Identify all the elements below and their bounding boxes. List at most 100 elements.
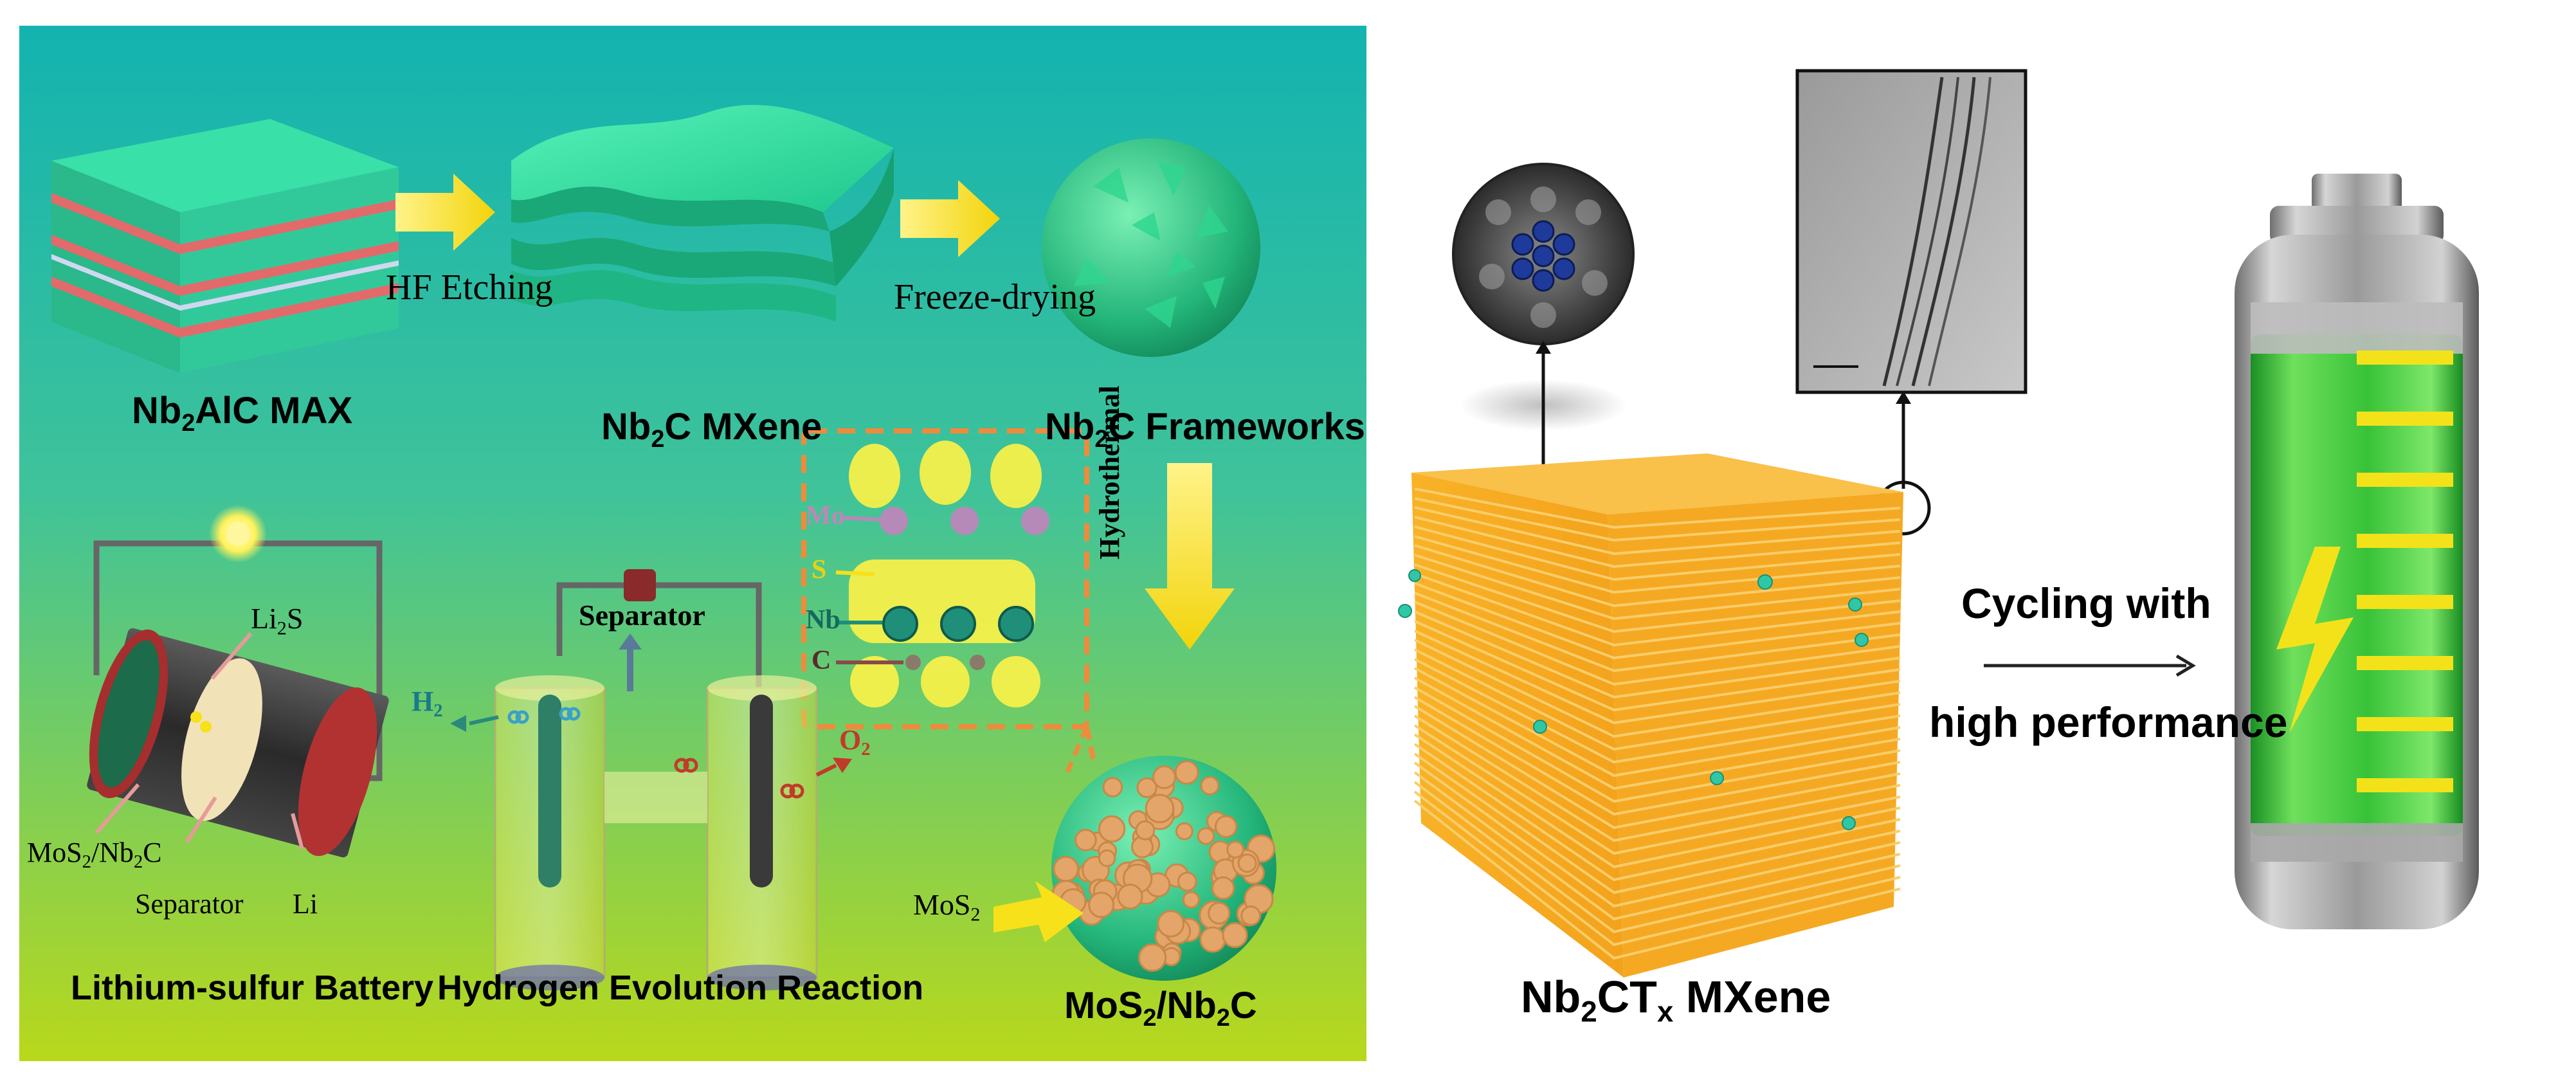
stack-layer-line [1414, 516, 1901, 569]
dashed-connector [1065, 725, 1089, 773]
mos2-particle [1237, 853, 1257, 873]
lightning-bolt-icon [2276, 547, 2354, 733]
her-separator-label: Separator [579, 599, 705, 632]
mos2-particle [1098, 849, 1116, 868]
atom-label-nb: Nb [806, 605, 840, 635]
battery-separator-label: Separator [135, 888, 244, 920]
stack-layer-line [1414, 592, 1901, 673]
mos2-particle [1199, 926, 1226, 953]
nb2c-frameworks-sphere [1042, 138, 1260, 357]
cycling-line1: Cycling with [1961, 579, 2211, 627]
stack-layer-line [1414, 677, 1901, 790]
charged-battery [2235, 174, 2479, 929]
mos2-nb2c-label: MoS2/Nb2C [1064, 985, 1257, 1032]
stack-layer-line [1414, 506, 1901, 556]
stack-layer-line [1414, 582, 1901, 660]
her-electrolyzer-diagram [450, 569, 852, 990]
stack-layer-line [1413, 781, 1901, 934]
mos2-particle [1174, 760, 1199, 785]
tem-atomic-inset [1452, 163, 1635, 497]
stack-layer-line [1414, 554, 1901, 621]
cathode-label: MoS2/Nb2C [27, 837, 162, 873]
mos2-particle [1240, 906, 1261, 926]
mos2-particle [1211, 876, 1235, 900]
nb2c-mxene-label: Nb2C MXene [601, 406, 822, 453]
stack-layer-line [1414, 639, 1901, 738]
mos2-pointer-arrow-icon [993, 881, 1084, 942]
stack-layer-line [1413, 771, 1901, 921]
cycling-line2: high performance [1929, 698, 2288, 746]
hf-etching-label: HF Etching [386, 268, 553, 307]
tem-lattice-image [1795, 69, 2027, 536]
mos2-pointer-label: MoS2 [913, 888, 981, 925]
mos2-particle [1102, 777, 1123, 797]
atom-label-mo: Mo [806, 501, 845, 531]
mos2-nb2c-sphere [1051, 756, 1276, 981]
mos2-particle [1200, 776, 1220, 796]
stack-layer-line [1414, 572, 1901, 647]
atom-label-s: S [812, 555, 827, 585]
stack-layer-line [1414, 658, 1901, 764]
mos2-particle [1075, 828, 1097, 851]
stack-layer-line [1413, 733, 1901, 869]
li2s-label: Li2S [251, 602, 304, 639]
stack-layer-line [1413, 724, 1901, 855]
mos2-particle [1222, 922, 1248, 949]
mos2-particle [1177, 871, 1197, 892]
mos2-particle [1136, 777, 1157, 799]
mos2-particle [1053, 855, 1079, 882]
stack-layer-line [1414, 497, 1901, 542]
stack-layer-line [1414, 563, 1901, 633]
mos2-particle [1214, 815, 1238, 839]
stack-layer-line [1414, 601, 1901, 686]
mos2-particle [1098, 815, 1126, 843]
stack-layer-line [1413, 696, 1901, 816]
stack-layer-line [1413, 790, 1901, 947]
mos2-particle [1152, 765, 1177, 789]
mos2-particle [1197, 827, 1215, 845]
stack-layer-line [1414, 487, 1901, 529]
nb2ctx-mxene-label: Nb2CTx MXene [1521, 972, 1831, 1028]
cycling-arrow [1984, 654, 2196, 677]
nb2ctx-mxene-stack [1398, 453, 1903, 978]
mos2-particle [1175, 822, 1193, 841]
li-s-battery-diagram [87, 505, 389, 858]
hydrogen-evolution-reaction-title: Hydrogen Evolution Reaction [437, 969, 924, 1007]
stack-layer-line [1413, 705, 1901, 830]
atom-label-c: C [812, 646, 831, 675]
process-arrow-icon [395, 174, 495, 251]
mos2-particle [1088, 891, 1115, 918]
mos2-particle [1157, 910, 1185, 938]
nb2c-frameworks-label: Nb2C Frameworks [1045, 406, 1366, 453]
stack-layer-line [1414, 525, 1901, 581]
mos2-particle [1138, 943, 1167, 972]
stack-layer-line [1413, 743, 1901, 882]
stack-layer-line [1414, 544, 1901, 608]
mos2-particle [1226, 841, 1244, 859]
stack-layer-line [1413, 799, 1901, 960]
stack-layer-line [1414, 648, 1901, 751]
stack-layer-line [1414, 686, 1901, 803]
mos2-particle [1208, 902, 1231, 925]
stack-layer-line [1414, 667, 1901, 778]
o2-label: O2 [839, 724, 871, 760]
hydrothermal-arrow-icon [1145, 463, 1235, 650]
stack-layer-line [1414, 535, 1901, 594]
h2-label: H2 [412, 686, 443, 722]
mos2-particle [1145, 794, 1175, 823]
mos2-particle [1135, 820, 1156, 841]
nb2alc-max-label: Nb2AlC MAX [132, 390, 353, 437]
atomic-structure-inset [801, 428, 1096, 760]
freeze-drying-label: Freeze-drying [894, 277, 1096, 317]
stack-layer-line [1413, 752, 1901, 895]
stack-layer-line [1414, 620, 1901, 712]
mos2-particle [1182, 891, 1200, 909]
nb2alc-max-slab [51, 119, 399, 373]
stack-layer-line [1413, 761, 1901, 908]
lithium-sulfur-battery-title: Lithium-sulfur Battery [71, 969, 434, 1007]
stack-layer-line [1413, 714, 1901, 842]
nb2c-mxene-sheets [511, 105, 894, 322]
stack-layer-line [1414, 610, 1901, 699]
li-label: Li [293, 888, 318, 920]
